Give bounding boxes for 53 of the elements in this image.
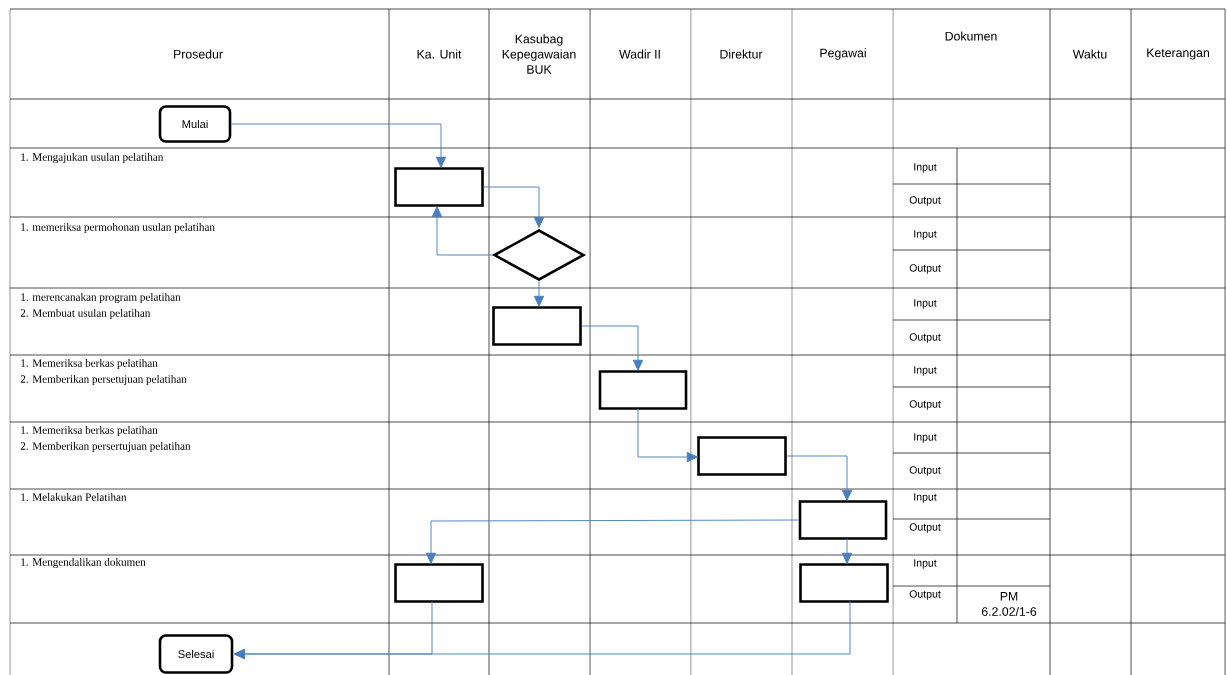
document-label: Input: [914, 299, 937, 309]
column-header: Kasubag Kepegawaian BUK: [502, 34, 576, 74]
arrow: [581, 325, 644, 371]
procedure-step: 2. Memberikan persetujuan pelatihan: [20, 374, 187, 386]
process-box: [798, 500, 888, 540]
document-label: Input: [914, 163, 937, 173]
document-label: Output: [909, 333, 941, 343]
document-label: Output: [909, 400, 941, 410]
procedure-step: 1. merencanakan program pelatihan: [21, 292, 181, 304]
document-label: Input: [914, 493, 937, 503]
procedure-step: 2. Membuat usulan pelatihan: [20, 308, 151, 320]
document-label: Input: [914, 433, 937, 443]
column-header: Dokumen: [945, 31, 997, 41]
terminator-box: Selesai: [158, 634, 234, 674]
arrow: [533, 280, 545, 307]
column-header: Prosedur: [174, 49, 223, 59]
procedure-step: 1. Mengendalikan dokumen: [21, 557, 146, 569]
process-box: [799, 563, 889, 603]
process-box: [394, 563, 484, 603]
process-box: [697, 436, 787, 476]
arrow: [425, 519, 800, 564]
document-label: Output: [909, 590, 941, 600]
arrow: [637, 408, 698, 463]
arrow: [786, 455, 853, 501]
process-box: [492, 306, 582, 346]
terminator-box: Mulai: [158, 105, 232, 143]
procedure-step: 1. Memeriksa berkas pelatihan: [21, 425, 158, 437]
column-header: Direktur: [720, 49, 763, 59]
arrow: [431, 206, 494, 256]
column-header: Pegawai: [820, 48, 866, 60]
procedure-step: 2. Memberikan persertujuan pelatihan: [20, 441, 191, 453]
process-box: [598, 370, 688, 410]
document-label: Input: [914, 366, 937, 376]
column-header: Keterangan: [1147, 48, 1209, 60]
arrow: [233, 601, 851, 660]
arrow: [230, 123, 447, 168]
document-label: Input: [914, 559, 937, 569]
column-header: Waktu: [1072, 49, 1107, 59]
column-header: Wadir II: [619, 49, 660, 59]
document-label: Output: [909, 196, 941, 206]
process-box: [394, 167, 484, 207]
document-label: Output: [909, 466, 941, 476]
document-label: Output: [909, 523, 941, 533]
document-code: PM 6.2.02/1-6: [981, 592, 1037, 616]
arrow: [841, 538, 853, 564]
document-label: Input: [914, 230, 937, 240]
document-label: Output: [909, 264, 941, 274]
procedure-step: 1. memeriksa permohonan usulan pelatihan: [21, 222, 215, 234]
procedure-step: 1. Memeriksa berkas pelatihan: [21, 358, 158, 370]
procedure-step: 1. Mengajukan usulan pelatihan: [21, 152, 164, 164]
arrow: [483, 186, 545, 229]
procedure-step: 1. Melakukan Pelatihan: [21, 493, 127, 501]
column-header: Ka. Unit: [417, 49, 462, 59]
